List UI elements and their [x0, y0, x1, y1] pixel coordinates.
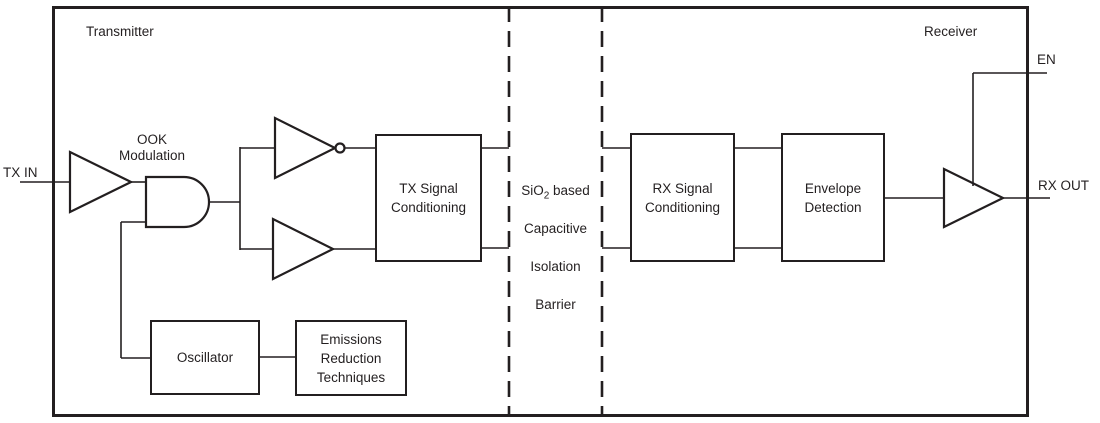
buffer-gate	[271, 217, 336, 281]
barrier-sio-text: SiO	[521, 183, 544, 198]
chip-boundary-box	[52, 6, 1029, 417]
ook-modulation-label: OOK Modulation	[118, 132, 186, 163]
barrier-line-2: Capacitive	[523, 221, 588, 236]
emissions-reduction-block: Emissions Reduction Techniques	[295, 320, 407, 396]
oscillator-block: Oscillator	[150, 320, 260, 395]
transmitter-section-title: Transmitter	[86, 24, 154, 39]
inverter-gate	[273, 116, 338, 180]
barrier-line-4: Barrier	[535, 297, 576, 312]
envelope-detection-block: Envelope Detection	[781, 133, 885, 262]
and-gate	[144, 175, 211, 229]
isolation-barrier-label: SiO2 based Capacitive Isolation Barrier	[505, 162, 606, 333]
barrier-based-text: based	[549, 183, 590, 198]
barrier-line-1: SiO2 based	[505, 181, 606, 202]
input-buffer-gate	[68, 150, 134, 214]
en-port-label: EN	[1037, 52, 1056, 67]
tx-signal-conditioning-block: TX Signal Conditioning	[375, 134, 482, 262]
rx-signal-conditioning-block: RX Signal Conditioning	[630, 133, 735, 262]
barrier-subscript: 2	[543, 190, 550, 202]
barrier-line-3: Isolation	[530, 259, 581, 274]
tx-in-port-label: TX IN	[3, 165, 38, 180]
rx-out-port-label: RX OUT	[1038, 178, 1090, 193]
receiver-section-title: Receiver	[924, 24, 978, 39]
inverter-bubble	[334, 142, 346, 154]
